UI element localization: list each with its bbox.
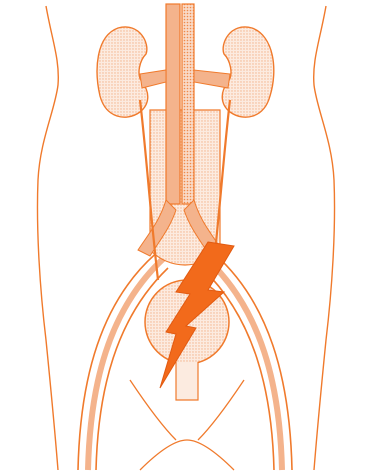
illustration-canvas [0,0,370,473]
anatomy-illustration [0,0,370,473]
